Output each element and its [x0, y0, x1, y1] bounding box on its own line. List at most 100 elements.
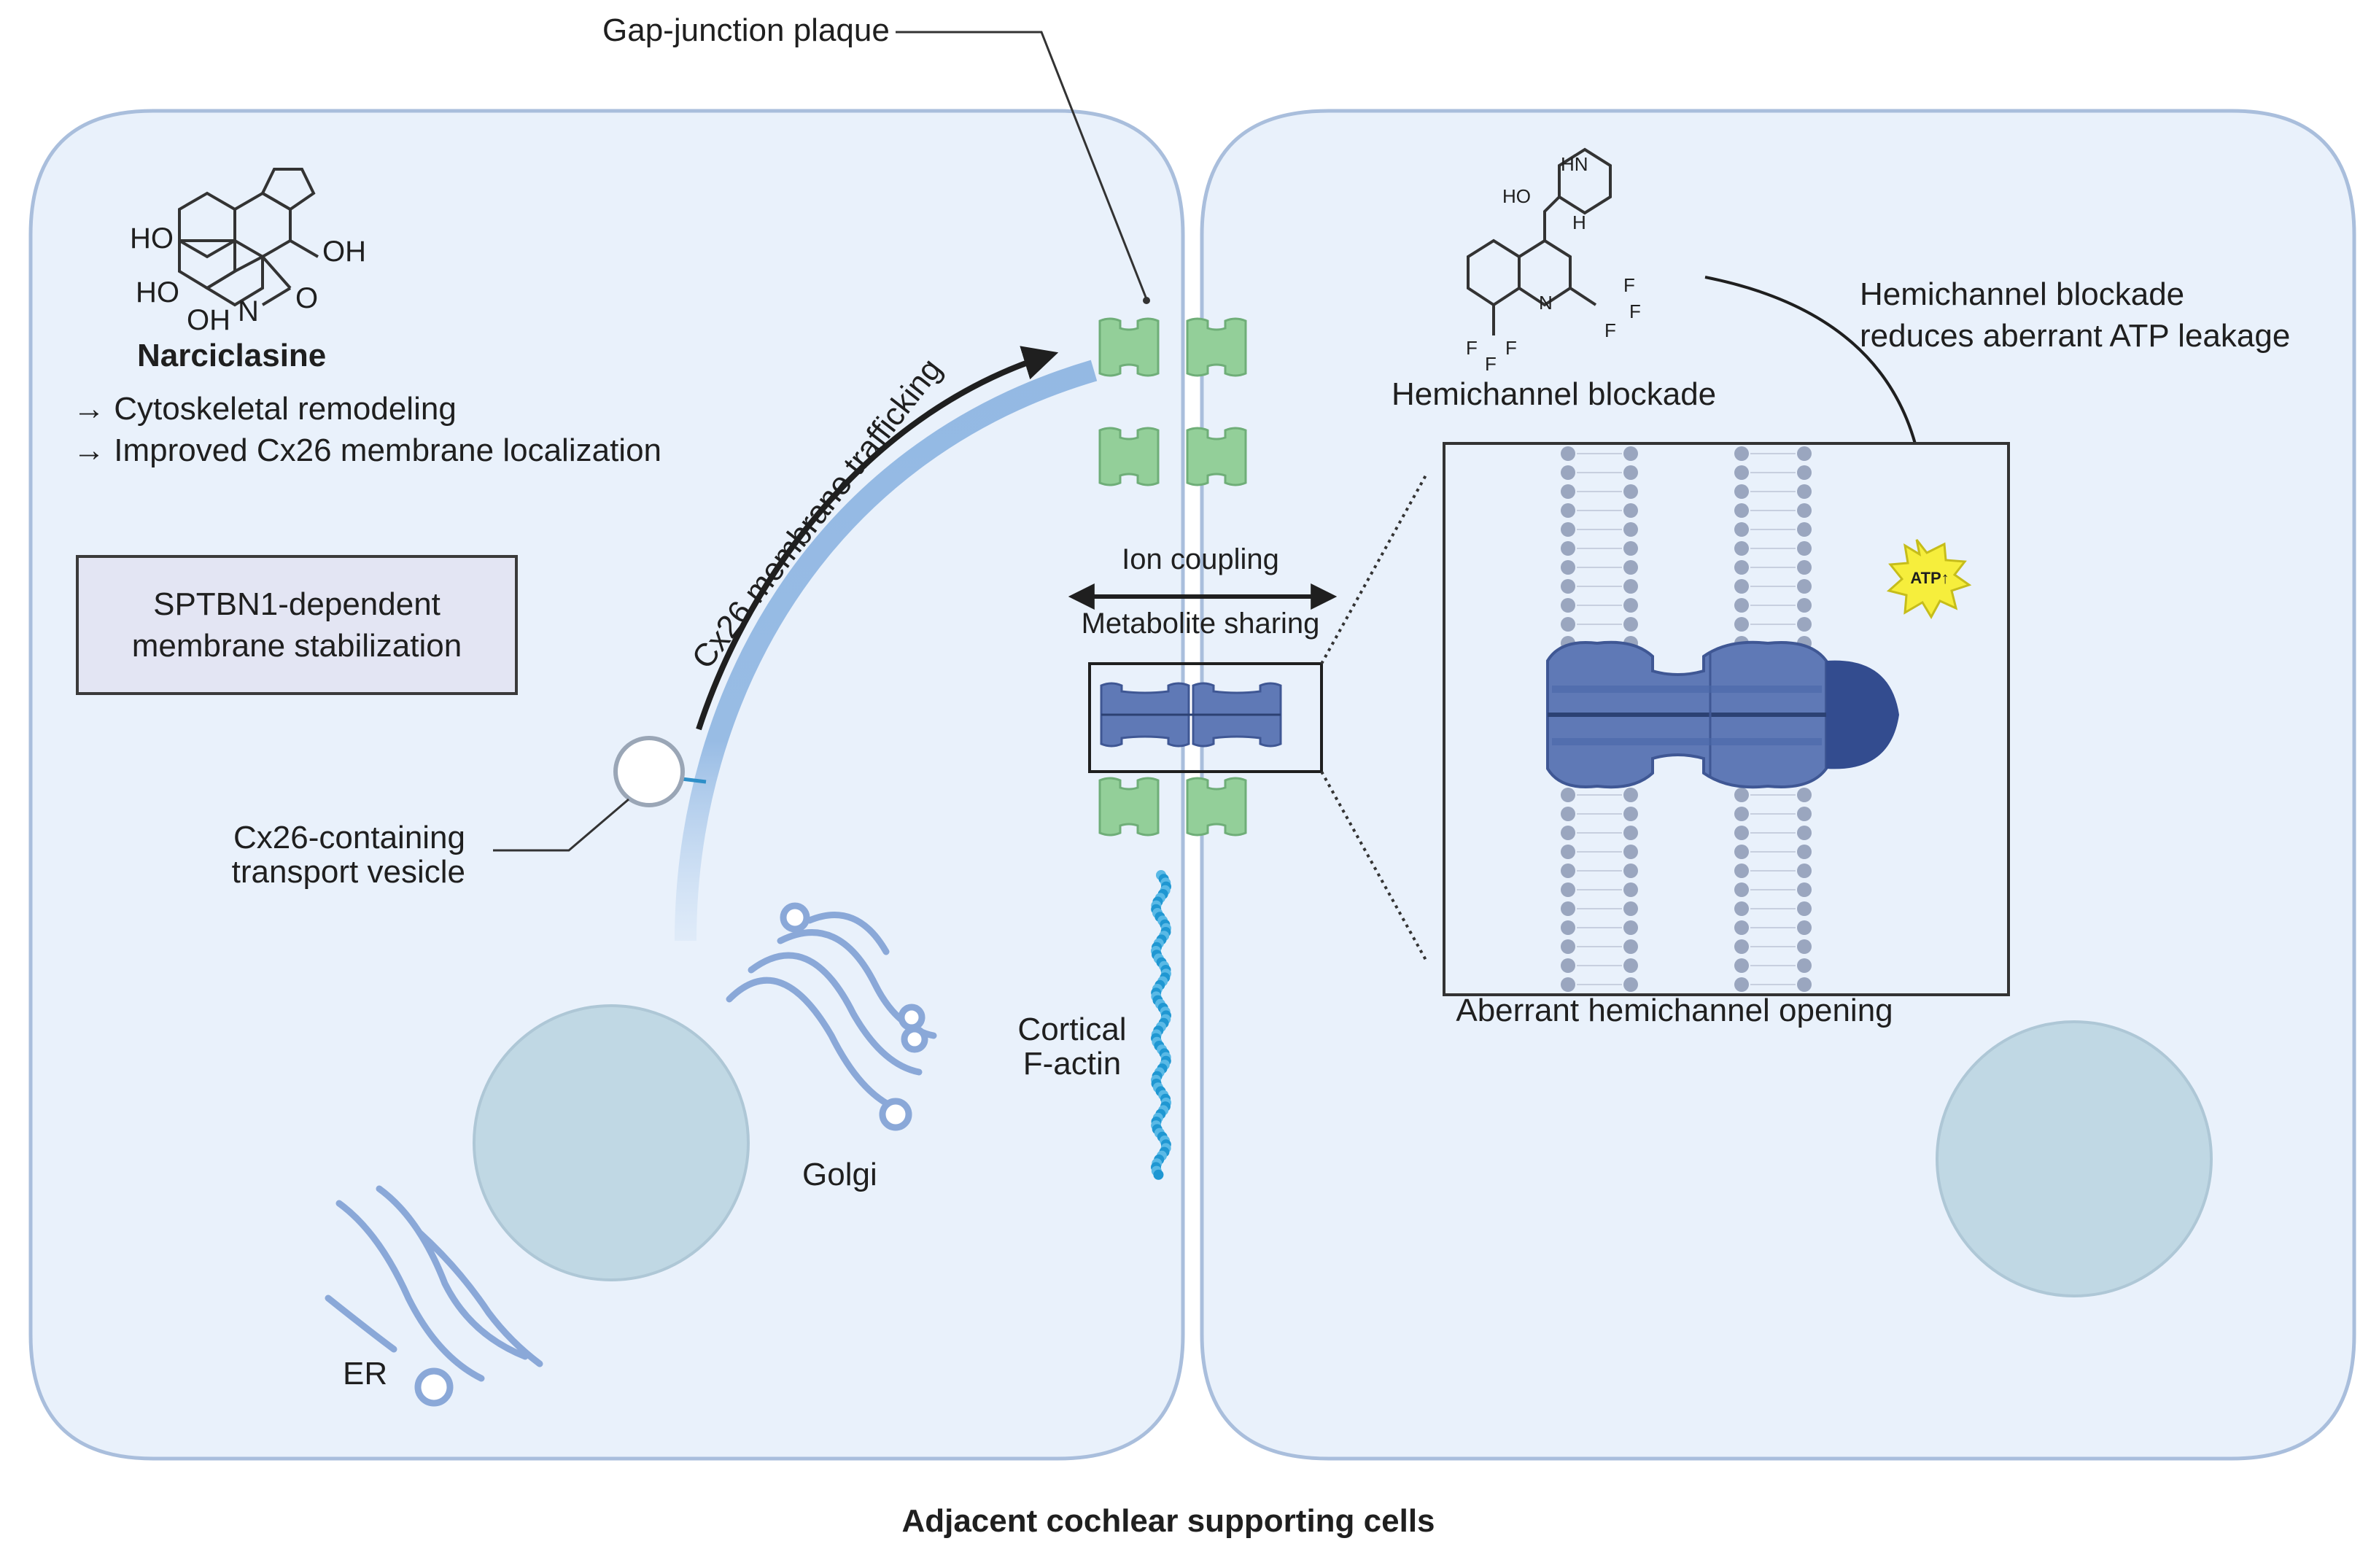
lipid-head: [1623, 882, 1638, 897]
vesicle-label-line2: transport vesicle: [232, 854, 465, 890]
left-nucleus: [473, 1004, 750, 1281]
gap-junction: Cortical F-actin Ion coupling Metabolite…: [602, 12, 1338, 1180]
lipid-head: [1797, 826, 1812, 840]
lipid-head: [1623, 484, 1638, 499]
lipid-head: [1623, 446, 1638, 461]
lipid-head: [1734, 541, 1749, 556]
lipid-head: [1797, 939, 1812, 954]
lipid-head: [1734, 617, 1749, 632]
lipid-head: [1734, 845, 1749, 859]
lipid-head: [1623, 560, 1638, 575]
er-label: ER: [343, 1356, 387, 1392]
gap-junction-plaque-label: Gap-junction plaque: [602, 12, 890, 48]
inset-hemichannel: [1546, 640, 1899, 789]
trafficking-arrow: [696, 346, 1059, 731]
lipid-head: [1561, 939, 1575, 954]
sptbn1-line1: SPTBN1-dependent: [153, 586, 441, 622]
trafficking-track: [675, 360, 1098, 942]
blockade-drug-name: Hemichannel blockade: [1392, 376, 1716, 412]
ion-coupling-label: Ion coupling: [1122, 543, 1279, 575]
atom-label: HO: [1502, 185, 1531, 207]
lipid-head: [1561, 807, 1575, 821]
right-nucleus: [1936, 1020, 2213, 1297]
atom-label: F: [1629, 300, 1641, 322]
actin-label-line1: Cortical: [1017, 1012, 1126, 1047]
lipid-head: [1561, 958, 1575, 973]
narciclasine-structure: [178, 168, 319, 307]
lipid-head: [1734, 503, 1749, 518]
lipid-head: [1561, 503, 1575, 518]
effect-cytoskeletal: → Cytoskeletal remodeling: [73, 391, 457, 427]
lipid-head: [1623, 465, 1638, 480]
transport-vesicle: [613, 736, 685, 807]
lipid-head: [1561, 446, 1575, 461]
lipid-head: [1623, 863, 1638, 878]
lipid-head: [1797, 446, 1812, 461]
blockade-structure: [1467, 147, 1612, 335]
lipid-head: [1797, 807, 1812, 821]
cortical-f-actin: [1151, 870, 1171, 1180]
sptbn1-line2: membrane stabilization: [132, 628, 462, 664]
lipid-head: [1561, 541, 1575, 556]
blockade-note-line2: reduces aberrant ATP leakage: [1860, 318, 2290, 354]
lipid-head: [1797, 920, 1812, 935]
lipid-head: [1561, 522, 1575, 537]
lipid-head: [1623, 901, 1638, 916]
blockade-atom-labels: HN HO H N F F F F F F: [1466, 153, 1641, 375]
lipid-head: [1797, 977, 1812, 992]
hemichannel-inset: ATP↑ Aberrant hemichannel opening: [1320, 442, 2010, 1028]
atom-label: OH: [322, 236, 366, 268]
atp-burst: ATP↑: [1886, 539, 1972, 620]
lipid-head: [1734, 484, 1749, 499]
lipid-head: [1623, 939, 1638, 954]
lipid-head: [1734, 920, 1749, 935]
atom-label: F: [1623, 274, 1635, 296]
lipid-head: [1797, 522, 1812, 537]
golgi-label: Golgi: [802, 1157, 877, 1192]
lipid-head: [1797, 484, 1812, 499]
lipid-head: [1623, 845, 1638, 859]
lipid-head: [1797, 541, 1812, 556]
blockade-note-line1: Hemichannel blockade: [1860, 276, 2184, 312]
lipid-head: [1797, 579, 1812, 594]
lipid-head: [1623, 788, 1638, 802]
lipid-head: [1734, 522, 1749, 537]
effect-localization: → Improved Cx26 membrane localization: [73, 432, 661, 468]
lipid-head: [1623, 598, 1638, 613]
narciclasine-name: Narciclasine: [137, 338, 326, 373]
lipid-head: [1797, 901, 1812, 916]
atom-label: HO: [136, 276, 179, 308]
lipid-head: [1734, 579, 1749, 594]
actin-label-line2: F-actin: [1023, 1046, 1121, 1082]
lipid-head: [1734, 977, 1749, 992]
lipid-head: [1797, 465, 1812, 480]
lipid-head: [1797, 598, 1812, 613]
lipid-head: [1734, 788, 1749, 802]
atom-label: HO: [130, 222, 174, 255]
atom-label: F: [1466, 337, 1478, 359]
left-cell: HO HO OH OH O N Narciclasine → Cytoskele…: [28, 109, 1185, 1461]
lipid-head: [1797, 882, 1812, 897]
lipid-head: [1561, 465, 1575, 480]
lipid-head: [1734, 939, 1749, 954]
lipid-head: [1561, 882, 1575, 897]
lipid-head: [1797, 958, 1812, 973]
lipid-head: [1561, 788, 1575, 802]
hemichannel-highlight: [1088, 662, 1323, 773]
lipid-head: [1561, 977, 1575, 992]
golgi: [726, 902, 937, 1131]
lipid-head: [1623, 503, 1638, 518]
actin-bead: [1153, 1169, 1164, 1180]
lipid-head: [1734, 446, 1749, 461]
lipid-head: [1623, 579, 1638, 594]
lipid-head: [1561, 484, 1575, 499]
lipid-head: [1623, 541, 1638, 556]
sptbn1-box: [76, 555, 518, 695]
lipid-head: [1797, 617, 1812, 632]
lipid-head: [1561, 579, 1575, 594]
lipid-head: [1797, 503, 1812, 518]
lipid-head: [1797, 788, 1812, 802]
atom-label: F: [1505, 337, 1517, 359]
lipid-head: [1561, 560, 1575, 575]
lipid-head: [1623, 522, 1638, 537]
